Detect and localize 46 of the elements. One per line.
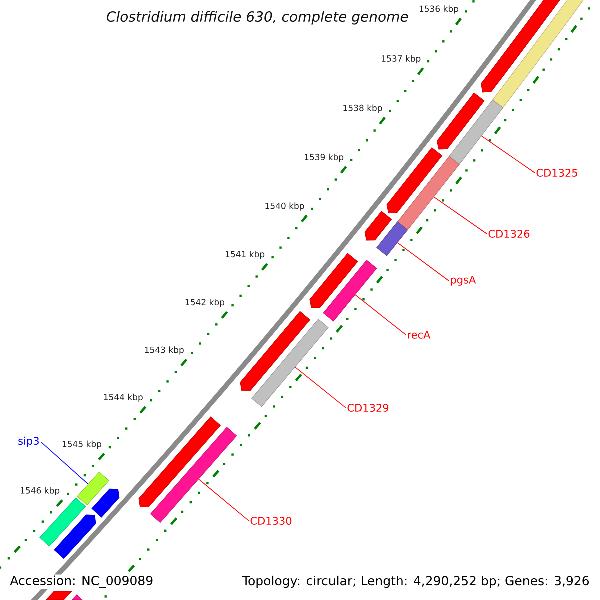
scale-label: 1540 kbp <box>266 202 304 211</box>
gene-bar <box>54 514 96 560</box>
gene-bar <box>72 594 83 600</box>
gene-bar <box>436 92 485 150</box>
gene-label: CD1325 <box>536 169 578 177</box>
gene-bar <box>492 0 584 108</box>
scale-label: 1545 kbp <box>62 440 102 450</box>
gene-bar <box>77 472 110 506</box>
leader-line <box>198 479 250 522</box>
gene-bar <box>449 100 504 165</box>
gene-bar <box>252 319 329 408</box>
scale-label: 1543 kbp <box>145 346 184 355</box>
scale-label: 1536 kbp <box>420 6 459 14</box>
gene-bar <box>364 211 392 241</box>
leader-line <box>40 442 89 485</box>
gene-bar <box>323 260 378 322</box>
scale-label: 1537 kbp <box>382 55 421 64</box>
gene-bar <box>310 253 358 308</box>
scale-label: 1538 kbp <box>344 104 382 114</box>
scale-label: 1539 kbp <box>305 154 344 162</box>
genome-info-text: Topology: circular; Length: 4,290,252 bp; Genes: 3,926 <box>241 574 591 590</box>
leader-line <box>397 242 450 282</box>
scale-label: 1544 kbp <box>104 394 143 402</box>
gene-bar <box>240 311 310 392</box>
accession-text: Accession: NC_009089 <box>9 574 155 590</box>
gene-bar <box>481 0 560 93</box>
scale-label: 1541 kbp <box>226 250 265 260</box>
gene-label: pgsA <box>451 276 476 286</box>
scale-label: 1546 kbp <box>21 487 60 496</box>
gene-label: CD1330 <box>250 517 292 525</box>
gene-bar <box>397 156 460 230</box>
leader-line <box>295 366 346 408</box>
gene-bar <box>40 498 86 547</box>
gene-bar <box>376 222 408 256</box>
gene-bar <box>46 591 72 600</box>
gene-label: CD1329 <box>348 404 389 412</box>
scale-label: 1542 kbp <box>186 298 225 308</box>
gene-bar <box>150 427 238 523</box>
gene-bar <box>386 148 443 214</box>
gene-bar <box>92 488 120 518</box>
leader-line <box>481 136 536 174</box>
gene-label: recA <box>408 331 431 339</box>
gene-label: CD1326 <box>488 230 530 238</box>
gene-bar <box>138 416 221 508</box>
title: Clostridium difficile 630, complete genome <box>107 11 408 25</box>
gene-label: sip3 <box>18 436 39 448</box>
